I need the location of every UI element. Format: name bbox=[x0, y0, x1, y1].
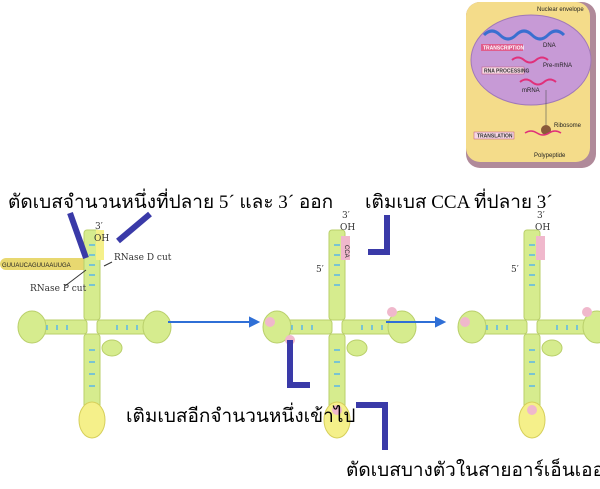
dna-label: DNA bbox=[543, 43, 556, 49]
nuclear-envelope-label: Nuclear envelope bbox=[537, 7, 584, 13]
process-arrow-1-head bbox=[249, 316, 261, 328]
mrna-label: mRNA bbox=[522, 88, 540, 94]
rnase-p-label: RNase P cut bbox=[30, 284, 87, 294]
cca-end bbox=[341, 236, 350, 260]
callout-bar-remove bbox=[356, 402, 388, 450]
three-prime-label: 3′ bbox=[95, 222, 103, 232]
trailer-sequence bbox=[96, 230, 104, 260]
pre-mrna-label: Pre-mRNA bbox=[543, 63, 572, 69]
rnase-d-arrow bbox=[103, 261, 113, 267]
rnase-p-arrow bbox=[64, 269, 87, 287]
translation-label: TRANSLATION bbox=[477, 134, 513, 140]
central-dogma-inset: TRANSCRIPTION RNA PROCESSING TRANSLATION… bbox=[466, 2, 596, 168]
transcription-label: TRANSCRIPTION bbox=[483, 46, 525, 52]
precursor-trna: GUUAUCAGUUAAUUGA 3′ OH RNase D cut RNase… bbox=[0, 222, 172, 439]
leader-sequence bbox=[0, 258, 92, 270]
ribosome-label: Ribosome bbox=[554, 123, 582, 129]
callout-bar-add bbox=[287, 340, 310, 388]
three-prime-label: 3′ bbox=[537, 211, 545, 221]
three-prime-label: 3′ bbox=[342, 211, 350, 221]
oh-label: OH bbox=[340, 223, 355, 233]
oh-label: OH bbox=[94, 234, 109, 244]
rna-processing-label: RNA PROCESSING bbox=[484, 69, 529, 75]
remove-bases-label: ตัดเบสบางตัวในสายอาร์เอ็นเอออกไป bbox=[346, 460, 600, 481]
oh-label: OH bbox=[535, 223, 550, 233]
five-prime-label: 5′ bbox=[316, 265, 324, 275]
callout-bar-3prime bbox=[116, 211, 152, 244]
callout-bar-cca bbox=[368, 215, 390, 255]
process-arrow-2-head bbox=[435, 316, 447, 328]
add-cca-label: เติมเบส CCA ที่ปลาย 3ˊ bbox=[365, 192, 553, 213]
cca-end bbox=[536, 236, 545, 260]
cca-text: CCA bbox=[343, 245, 349, 258]
leader-text: GUUAUCAGUUAAUUGA bbox=[2, 263, 71, 269]
callout-bar-5prime bbox=[67, 211, 89, 260]
polypeptide-label: Polypeptide bbox=[534, 153, 566, 159]
add-bases-label: เติมเบสอีกจำนวนหนึ่งเข้าไป bbox=[126, 406, 356, 427]
trim-ends-label: ตัดเบสจำนวนหนึ่งที่ปลาย 5ˊ และ 3ˊ ออก bbox=[8, 192, 334, 213]
rnase-d-label: RNase D cut bbox=[114, 253, 172, 263]
mature-trna: 3′ OH 5′ bbox=[457, 211, 600, 439]
five-prime-label: 5′ bbox=[511, 265, 519, 275]
